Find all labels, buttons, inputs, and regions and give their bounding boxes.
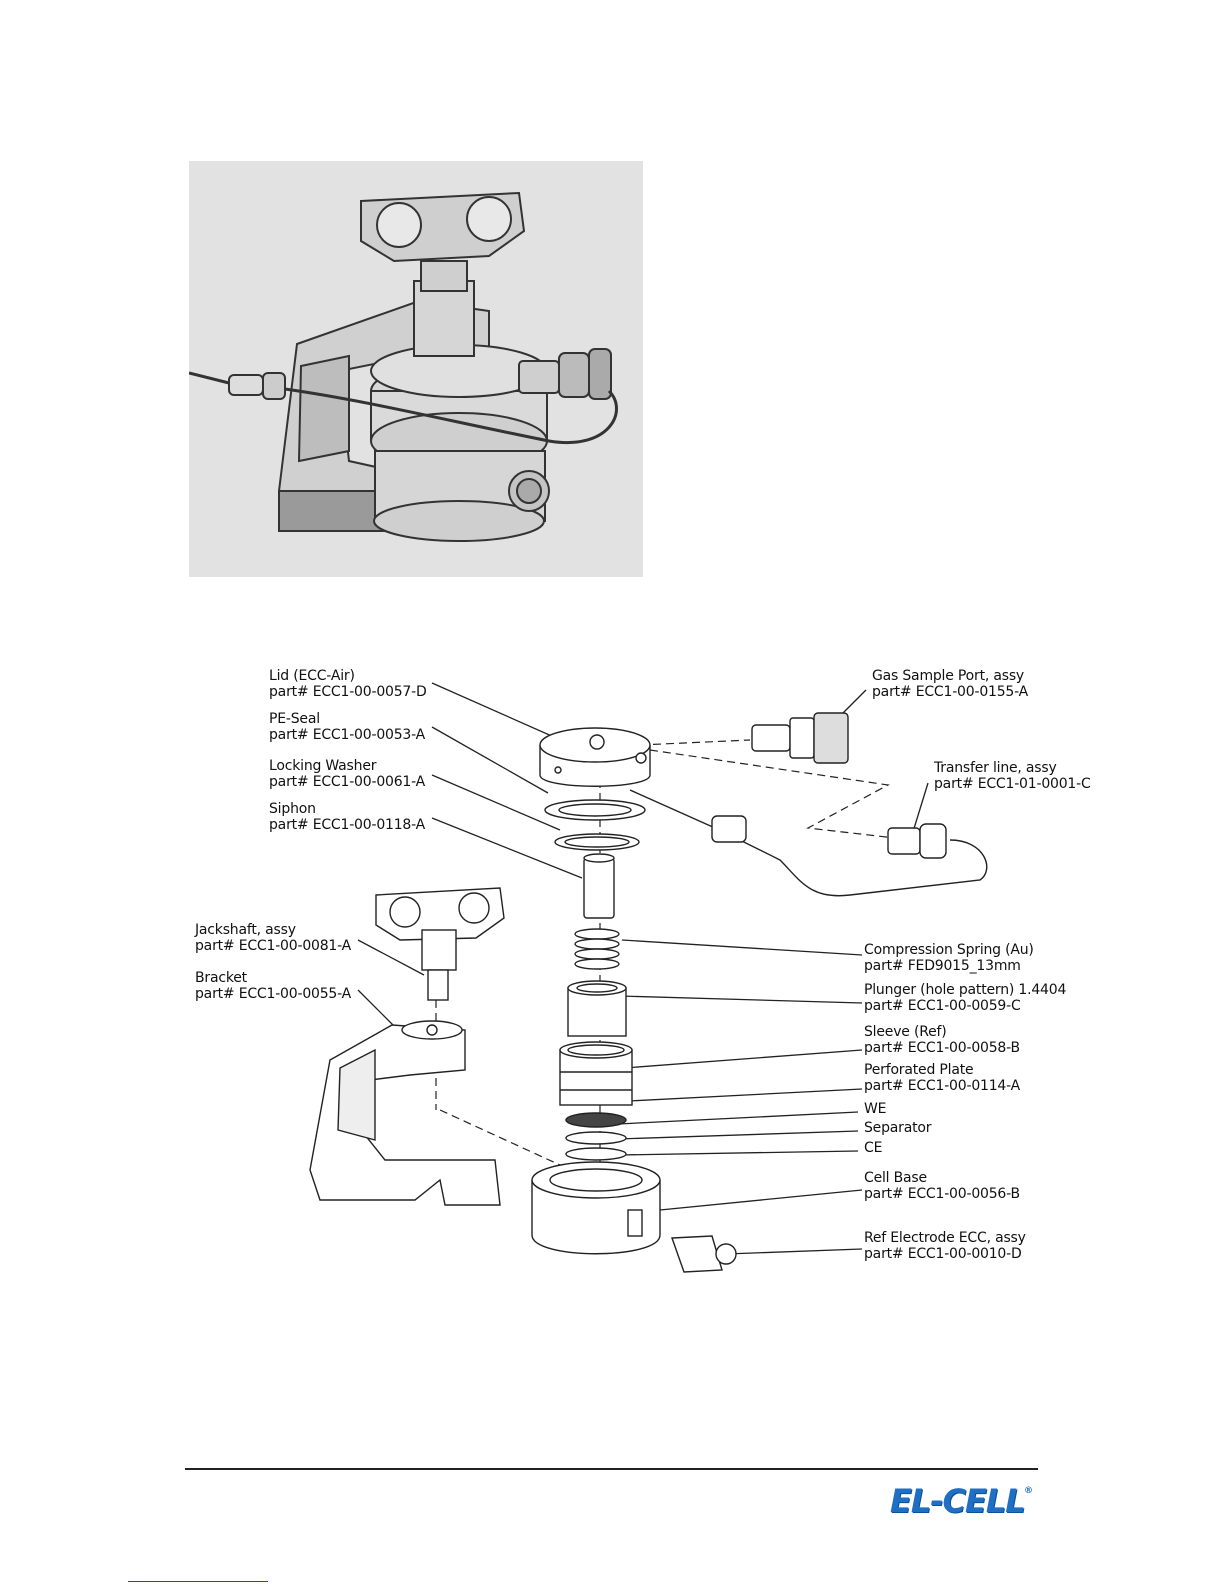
label-we: WE xyxy=(864,1101,887,1117)
footer-rule xyxy=(185,1468,1038,1470)
label-compression-spring: Compression Spring (Au)part# FED9015_13m… xyxy=(864,942,1034,974)
label-separator: Separator xyxy=(864,1120,932,1136)
label-lid: Lid (ECC-Air)part# ECC1-00-0057-D xyxy=(269,668,427,700)
label-sleeve: Sleeve (Ref)part# ECC1-00-0058-B xyxy=(864,1024,1020,1056)
label-ce: CE xyxy=(864,1140,883,1156)
registered-mark: ® xyxy=(1024,1486,1033,1496)
assembled-cell-illustration xyxy=(189,191,618,542)
footer-link-underline[interactable] xyxy=(128,1581,268,1582)
el-cell-logo: EL-CELL xyxy=(890,1482,1026,1520)
assembled-cell-photo xyxy=(189,161,643,577)
